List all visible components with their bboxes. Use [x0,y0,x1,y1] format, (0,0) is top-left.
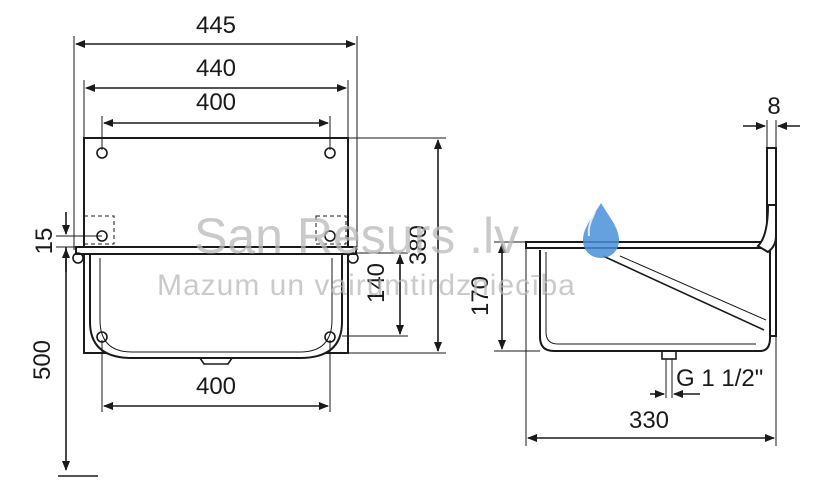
water-drop-icon [583,203,619,258]
mounting-hole-icon [324,230,336,242]
dim-140-label: 140 [363,263,390,303]
wall-bracket-side [756,204,777,254]
dim-15-label: 15 [31,228,58,255]
dim-400-top-label: 400 [196,89,236,116]
outlet-thread-label: G 1 1/2" [676,365,763,392]
watermark-tagline: Mazum un vairumtirdzniecība [157,269,576,302]
sink-basin-front [89,252,343,359]
mounting-hole-icon [72,252,84,264]
dim-8-label: 8 [767,93,780,120]
front-view: 445 440 400 15 500 380 140 400 [29,12,446,477]
basin-slope-line [602,255,765,331]
basin-inner-contour [99,258,333,353]
hidden-bracket-right [315,215,347,245]
dim-330-label: 330 [629,407,669,434]
dim-170-label: 170 [467,276,494,316]
mounting-hole-icon [347,252,359,264]
outlet-front [199,357,233,365]
hidden-bracket-left [83,215,115,245]
basin-slope-line-inner [619,255,767,321]
basin-rim-side [525,241,769,249]
sink-basin-side [539,246,771,352]
basin-side-inner [545,252,756,345]
dim-500-label: 500 [29,340,56,380]
dim-445-label: 445 [196,12,236,39]
dim-380-label: 380 [405,225,432,265]
side-view: G 1 1/2" 8 170 330 [467,93,800,446]
dim-400-bottom-label: 400 [196,373,236,400]
dim-440-label: 440 [196,55,236,82]
watermark-brand: San Resurs .lv [194,208,519,264]
outlet-side [661,350,677,360]
watermark: San Resurs .lv Mazum un vairumtirdzniecī… [157,203,619,302]
basin-rim [75,246,357,255]
